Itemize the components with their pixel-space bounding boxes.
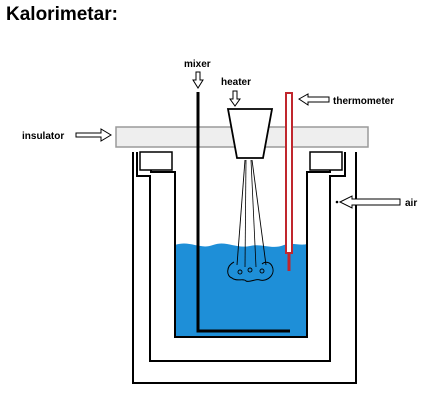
label-air: air <box>405 198 417 209</box>
air-dot <box>335 200 339 204</box>
air-arrow-icon <box>338 195 401 209</box>
inner-vessel <box>150 152 331 338</box>
heater-cup <box>226 108 274 159</box>
insulator-arrow-icon <box>75 128 112 142</box>
heater-filament <box>227 159 274 282</box>
label-insulator: insulator <box>22 131 64 142</box>
middle-vessel <box>136 152 346 362</box>
label-thermometer: thermometer <box>333 96 394 107</box>
heater-arrow-icon <box>229 90 241 107</box>
water <box>175 243 307 337</box>
mixer-rod <box>196 92 290 333</box>
mixer-arrow-icon <box>192 71 204 89</box>
label-heater: heater <box>221 77 251 88</box>
thermometer-tube <box>285 92 293 254</box>
thermometer-arrow-icon <box>298 93 330 106</box>
left-insulator-block <box>139 151 173 171</box>
right-insulator-block <box>309 151 343 171</box>
outer-vessel <box>132 152 357 384</box>
diagram-title: Kalorimetar: <box>6 4 118 25</box>
label-mixer: mixer <box>184 59 211 70</box>
